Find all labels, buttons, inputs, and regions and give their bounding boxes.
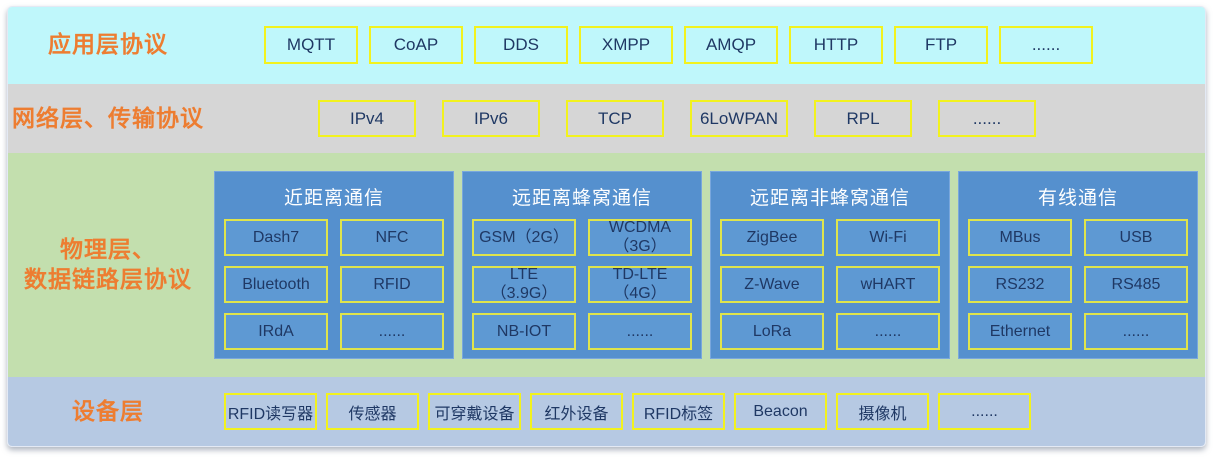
protocol-box-rs232: RS232 [968, 266, 1072, 304]
layer-network-transport: 网络层、传输协议 IPv4 IPv6 TCP 6LoWPAN RPL .....… [8, 83, 1205, 154]
device-box-infrared: 红外设备 [530, 393, 623, 431]
protocol-box-bluetooth: Bluetooth [224, 266, 328, 304]
protocol-box-xmpp: XMPP [579, 26, 673, 65]
panel-cellular: 远距离蜂窝通信 GSM（2G） WCDMA （3G） LTE （3.9G） TD… [462, 171, 702, 360]
device-box-wearable: 可穿戴设备 [428, 393, 521, 431]
protocol-box-lte-39g: LTE （3.9G） [472, 266, 576, 304]
layer-application-label: 应用层协议 [48, 31, 168, 58]
protocol-box-irda: IRdA [224, 313, 328, 351]
panel-short-range-grid: Dash7 NFC Bluetooth RFID IRdA ...... [224, 219, 444, 351]
protocol-box-ipv4: IPv4 [318, 100, 416, 137]
protocol-box-ethernet: Ethernet [968, 313, 1072, 351]
protocol-box-wired-more: ...... [1084, 313, 1188, 351]
protocol-box-amqp: AMQP [684, 26, 778, 65]
protocol-box-mbus: MBus [968, 219, 1072, 257]
protocol-box-ipv6: IPv6 [442, 100, 540, 137]
device-box-rfid-reader: RFID读写器 [224, 393, 317, 431]
protocol-box-dds: DDS [474, 26, 568, 65]
protocol-box-non-cellular-more: ...... [836, 313, 940, 351]
layer-application-boxes: MQTT CoAP DDS XMPP AMQP HTTP FTP ...... [208, 26, 1093, 65]
protocol-box-lora: LoRa [720, 313, 824, 351]
panel-wired-grid: MBus USB RS232 RS485 Ethernet ...... [968, 219, 1188, 351]
protocol-box-wifi: Wi-Fi [836, 219, 940, 257]
panel-wired-title: 有线通信 [1037, 188, 1118, 210]
device-box-beacon: Beacon [734, 393, 827, 431]
protocol-box-coap: CoAP [369, 26, 463, 65]
panel-non-cellular: 远距离非蜂窝通信 ZigBee Wi-Fi Z-Wave wHART LoRa … [710, 171, 950, 360]
layer-physical-datalink: 物理层、 数据链路层协议 近距离通信 Dash7 NFC Bluetooth R… [8, 153, 1205, 378]
protocol-box-rs485: RS485 [1084, 266, 1188, 304]
layer-device-label: 设备层 [72, 397, 144, 424]
layer-physical-label: 物理层、 数据链路层协议 [24, 236, 192, 293]
protocol-box-application-more: ...... [999, 26, 1093, 65]
panel-short-range-title: 近距离通信 [283, 188, 384, 210]
diagram-frame: 应用层协议 MQTT CoAP DDS XMPP AMQP HTTP FTP .… [7, 6, 1206, 447]
protocol-box-mqtt: MQTT [264, 26, 358, 65]
panel-non-cellular-grid: ZigBee Wi-Fi Z-Wave wHART LoRa ...... [720, 219, 940, 351]
protocol-box-zwave: Z-Wave [720, 266, 824, 304]
device-box-camera: 摄像机 [836, 393, 929, 431]
protocol-box-6lowpan: 6LoWPAN [690, 100, 788, 137]
protocol-box-nfc: NFC [340, 219, 444, 257]
protocol-box-nbiot: NB-IOT [472, 313, 576, 351]
device-box-rfid-tag: RFID标签 [632, 393, 725, 431]
protocol-box-ftp: FTP [894, 26, 988, 65]
protocol-box-network-more: ...... [938, 100, 1036, 137]
protocol-box-usb: USB [1084, 219, 1188, 257]
device-box-sensor: 传感器 [326, 393, 419, 431]
protocol-box-gsm-2g: GSM（2G） [472, 219, 576, 257]
protocol-box-rpl: RPL [814, 100, 912, 137]
protocol-box-tdlte-4g: TD-LTE （4G） [588, 266, 692, 304]
panel-wired: 有线通信 MBus USB RS232 RS485 Ethernet .....… [958, 171, 1198, 360]
protocol-box-short-range-more: ...... [340, 313, 444, 351]
device-box-more: ...... [938, 393, 1031, 431]
protocol-box-dash7: Dash7 [224, 219, 328, 257]
layer-device-boxes: RFID读写器 传感器 可穿戴设备 红外设备 RFID标签 Beacon 摄像机… [208, 393, 1031, 431]
panel-short-range: 近距离通信 Dash7 NFC Bluetooth RFID IRdA ....… [214, 171, 454, 360]
protocol-box-rfid: RFID [340, 266, 444, 304]
panel-cellular-title: 远距离蜂窝通信 [511, 188, 652, 210]
layer-network-label: 网络层、传输协议 [12, 104, 204, 131]
protocol-box-wcdma-3g: WCDMA （3G） [588, 219, 692, 257]
protocol-box-tcp: TCP [566, 100, 664, 137]
panel-non-cellular-title: 远距离非蜂窝通信 [749, 188, 910, 210]
protocol-box-http: HTTP [789, 26, 883, 65]
panel-cellular-grid: GSM（2G） WCDMA （3G） LTE （3.9G） TD-LTE （4G… [472, 219, 692, 351]
layer-application: 应用层协议 MQTT CoAP DDS XMPP AMQP HTTP FTP .… [8, 7, 1205, 84]
layer-network-boxes: IPv4 IPv6 TCP 6LoWPAN RPL ...... [208, 100, 1036, 137]
protocol-box-cellular-more: ...... [588, 313, 692, 351]
layer-device: 设备层 RFID读写器 传感器 可穿戴设备 红外设备 RFID标签 Beacon… [8, 377, 1205, 446]
physical-panels: 近距离通信 Dash7 NFC Bluetooth RFID IRdA ....… [208, 171, 1198, 360]
protocol-box-whart: wHART [836, 266, 940, 304]
protocol-box-zigbee: ZigBee [720, 219, 824, 257]
